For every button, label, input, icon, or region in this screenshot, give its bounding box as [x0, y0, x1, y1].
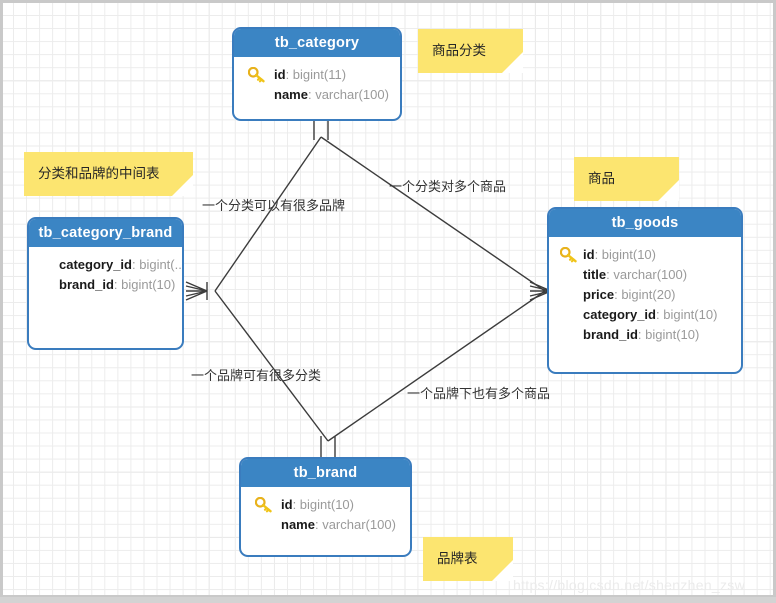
attribute-type: : bigint(10) [594, 247, 656, 262]
attribute-type: : varchar(100) [307, 87, 389, 102]
attribute-row: price: bigint(20) [549, 285, 741, 305]
attribute-name: title [583, 267, 607, 282]
attribute-type: : bigint(11) [285, 67, 347, 82]
cardinality-one-brand [320, 436, 336, 458]
attribute-name: id [274, 67, 286, 82]
attribute-row: name: varchar(100) [234, 85, 400, 105]
cardinality-one-category [313, 118, 329, 140]
sticky-note-product-category[interactable]: 商品分类 [418, 29, 523, 73]
attribute-row: category_id: bigint(... [29, 255, 182, 275]
attribute-name: category_id [59, 257, 132, 272]
edge-category-categorybrand [214, 136, 322, 292]
attribute-type: : bigint(10) [637, 327, 700, 342]
sticky-fold-corner [172, 175, 193, 196]
attribute-row: title: varchar(100) [549, 265, 741, 285]
key-icon [560, 247, 577, 263]
entity-title-tb_goods: tb_goods [549, 209, 741, 237]
sticky-note-text: 品牌表 [437, 551, 478, 567]
attribute-name: brand_id [59, 277, 114, 292]
attribute-type: : bigint(... [131, 257, 182, 272]
attribute-row: brand_id: bigint(10) [549, 325, 741, 345]
edge-label-category-to-goods: 一个分类对多个商品 [389, 180, 507, 195]
watermark-text: https://blog.csdn.net/shenzhen_zsw [513, 577, 746, 593]
attribute-row: name: varchar(100) [241, 515, 410, 535]
entity-body-tb_category_brand: category_id: bigint(... brand_id: bigint… [29, 247, 182, 295]
entity-tb_category_brand[interactable]: tb_category_brand category_id: bigint(..… [27, 217, 184, 350]
entity-tb_category[interactable]: tb_category id: bigint(11) name: varchar… [232, 27, 402, 121]
attribute-type: : bigint(20) [614, 287, 676, 302]
attribute-type: : varchar(100) [606, 267, 688, 282]
attribute-name: name [281, 517, 315, 532]
attribute-type: : varchar(100) [314, 517, 396, 532]
attribute-name: id [583, 247, 595, 262]
key-icon [248, 67, 265, 83]
attribute-row: category_id: bigint(10) [549, 305, 741, 325]
attribute-name: brand_id [583, 327, 638, 342]
sticky-note-text: 商品分类 [432, 43, 486, 59]
sticky-note-middle-table[interactable]: 分类和品牌的中间表 [24, 152, 193, 196]
entity-body-tb_brand: id: bigint(10) name: varchar(100) [241, 487, 410, 535]
bottom-strip [0, 597, 776, 603]
sticky-note-brand-table[interactable]: 品牌表 [423, 537, 513, 581]
sticky-fold-corner [658, 180, 679, 201]
entity-title-tb_brand: tb_brand [241, 459, 410, 487]
attribute-name: category_id [583, 307, 656, 322]
entity-body-tb_category: id: bigint(11) name: varchar(100) [234, 57, 400, 105]
sticky-note-text: 分类和品牌的中间表 [38, 166, 160, 182]
edge-label-brand-to-goods: 一个品牌下也有多个商品 [407, 387, 551, 402]
entity-title-tb_category: tb_category [234, 29, 400, 57]
edge-label-brand-to-category: 一个品牌可有很多分类 [191, 369, 322, 384]
sticky-note-text: 商品 [588, 171, 615, 187]
attribute-name: id [281, 497, 293, 512]
entity-tb_goods[interactable]: tb_goods id: bigint(10) title: varchar(1… [547, 207, 743, 374]
sticky-note-goods[interactable]: 商品 [574, 157, 679, 201]
cardinality-many-categorybrand [185, 281, 208, 301]
attribute-row: brand_id: bigint(10) [29, 275, 182, 295]
attribute-type: : bigint(10) [292, 497, 354, 512]
attribute-row: id: bigint(11) [234, 65, 400, 85]
edge-brand-goods [327, 290, 546, 442]
attribute-name: price [583, 287, 615, 302]
edge-label-category-to-brand: 一个分类可以有很多品牌 [202, 199, 346, 214]
sticky-fold-corner [492, 560, 513, 581]
edge-category-goods [320, 136, 546, 292]
grid-surface: tb_category id: bigint(11) name: varchar… [3, 3, 773, 595]
attribute-type: : bigint(10) [113, 277, 176, 292]
entity-title-tb_category_brand: tb_category_brand [29, 219, 182, 247]
attribute-type: : bigint(10) [655, 307, 718, 322]
entity-body-tb_goods: id: bigint(10) title: varchar(100) price… [549, 237, 741, 345]
attribute-row: id: bigint(10) [549, 245, 741, 265]
sticky-fold-corner [502, 52, 523, 73]
attribute-row: id: bigint(10) [241, 495, 410, 515]
attribute-name: name [274, 87, 308, 102]
entity-tb_brand[interactable]: tb_brand id: bigint(10) name: varchar(10… [239, 457, 412, 557]
key-icon [255, 497, 272, 513]
